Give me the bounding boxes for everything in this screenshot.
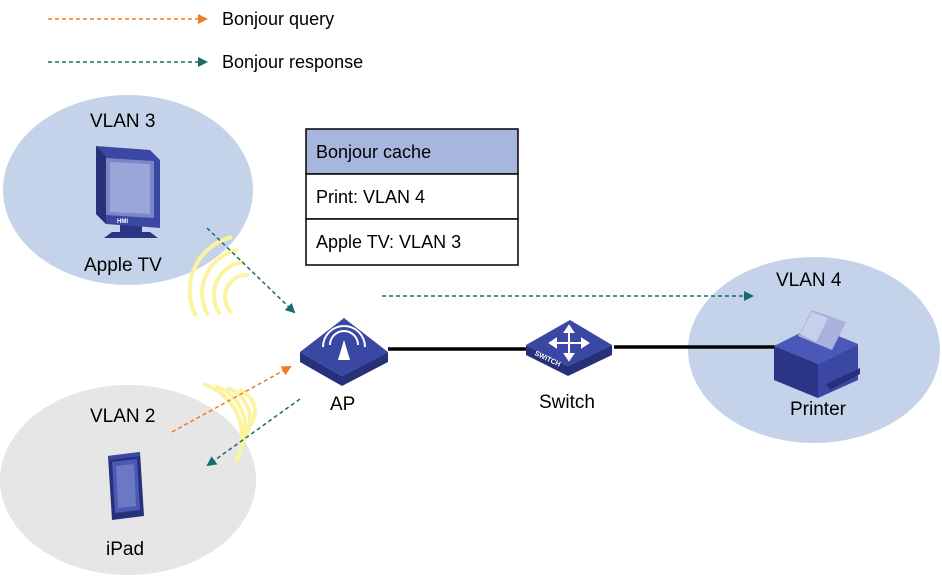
cache-row-print: Print: VLAN 4 <box>316 187 425 207</box>
bonjour-cache-table: Bonjour cache Print: VLAN 4 Apple TV: VL… <box>305 128 519 266</box>
legend: Bonjour query Bonjour response <box>48 9 363 72</box>
ap-label: AP <box>330 394 355 415</box>
ipad-label: iPad <box>106 539 144 560</box>
response-arrow-appletv-to-ap <box>206 227 296 314</box>
printer-label: Printer <box>790 399 847 420</box>
cache-header-label: Bonjour cache <box>316 142 431 162</box>
switch-icon: SWITCH <box>526 320 612 376</box>
wifi-waves-appletv <box>187 235 250 317</box>
legend-query-label: Bonjour query <box>222 9 334 29</box>
ap-icon <box>300 318 388 386</box>
apple-tv-icon: HMI <box>96 146 160 238</box>
vlan2-label: VLAN 2 <box>90 406 155 427</box>
switch-label: Switch <box>539 392 595 413</box>
vlan3-label: VLAN 3 <box>90 111 155 132</box>
cache-row-2-bg <box>305 218 519 266</box>
apple-tv-label: Apple TV <box>84 255 162 276</box>
wifi-waves-ipad <box>202 382 257 463</box>
ipad-icon <box>108 452 144 520</box>
printer-icon <box>774 310 860 398</box>
legend-response-label: Bonjour response <box>222 52 363 72</box>
cache-row-appletv: Apple TV: VLAN 3 <box>316 232 461 252</box>
cache-header-bg <box>305 128 519 175</box>
vlan4-label: VLAN 4 <box>776 270 842 291</box>
tv-badge: HMI <box>117 219 128 225</box>
query-arrow-ipad-to-ap <box>171 366 292 433</box>
cache-row-1-bg <box>305 173 519 220</box>
response-arrow-ap-to-ipad <box>206 398 301 467</box>
